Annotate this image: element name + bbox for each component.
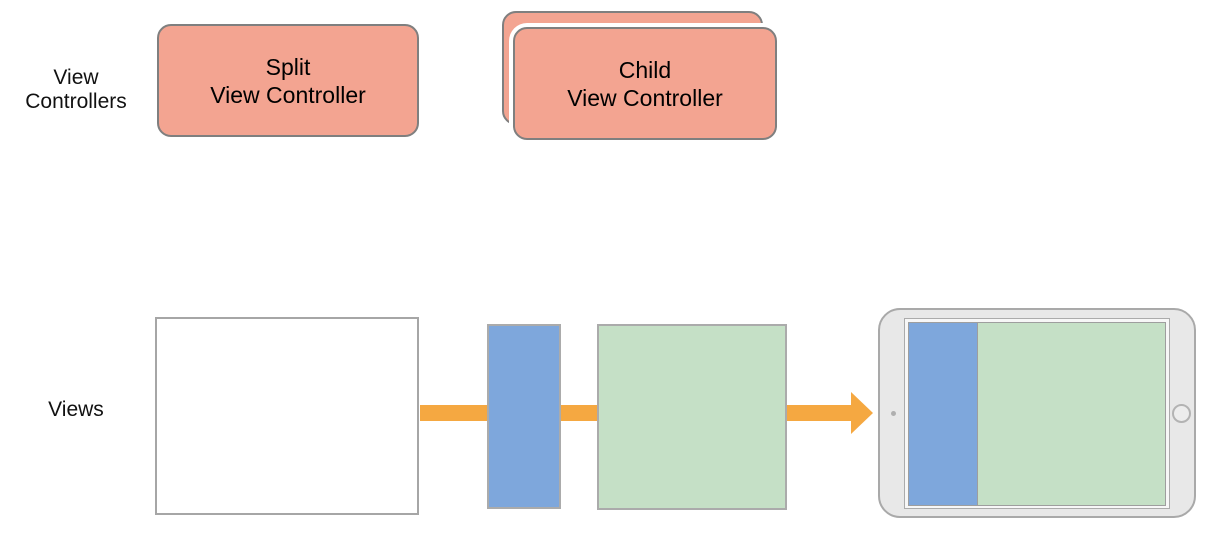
detail-child-view [597, 324, 787, 510]
camera-icon [891, 411, 896, 416]
ipad-detail-panel [977, 322, 1166, 506]
ipad-sidebar-panel [908, 322, 978, 506]
views-row-label: Views [48, 398, 104, 421]
flow-arrow-head-icon [851, 392, 873, 434]
child-view-controller-front-card: Child View Controller [513, 27, 777, 140]
split-view-controller-view [155, 317, 419, 515]
ipad-device [878, 308, 1196, 518]
home-button-icon [1172, 404, 1191, 423]
view-controllers-row-label: View Controllers [25, 66, 127, 113]
split-view-controller-box: Split View Controller [157, 24, 419, 137]
ipad-screen [904, 318, 1170, 509]
sidebar-child-view [487, 324, 561, 509]
